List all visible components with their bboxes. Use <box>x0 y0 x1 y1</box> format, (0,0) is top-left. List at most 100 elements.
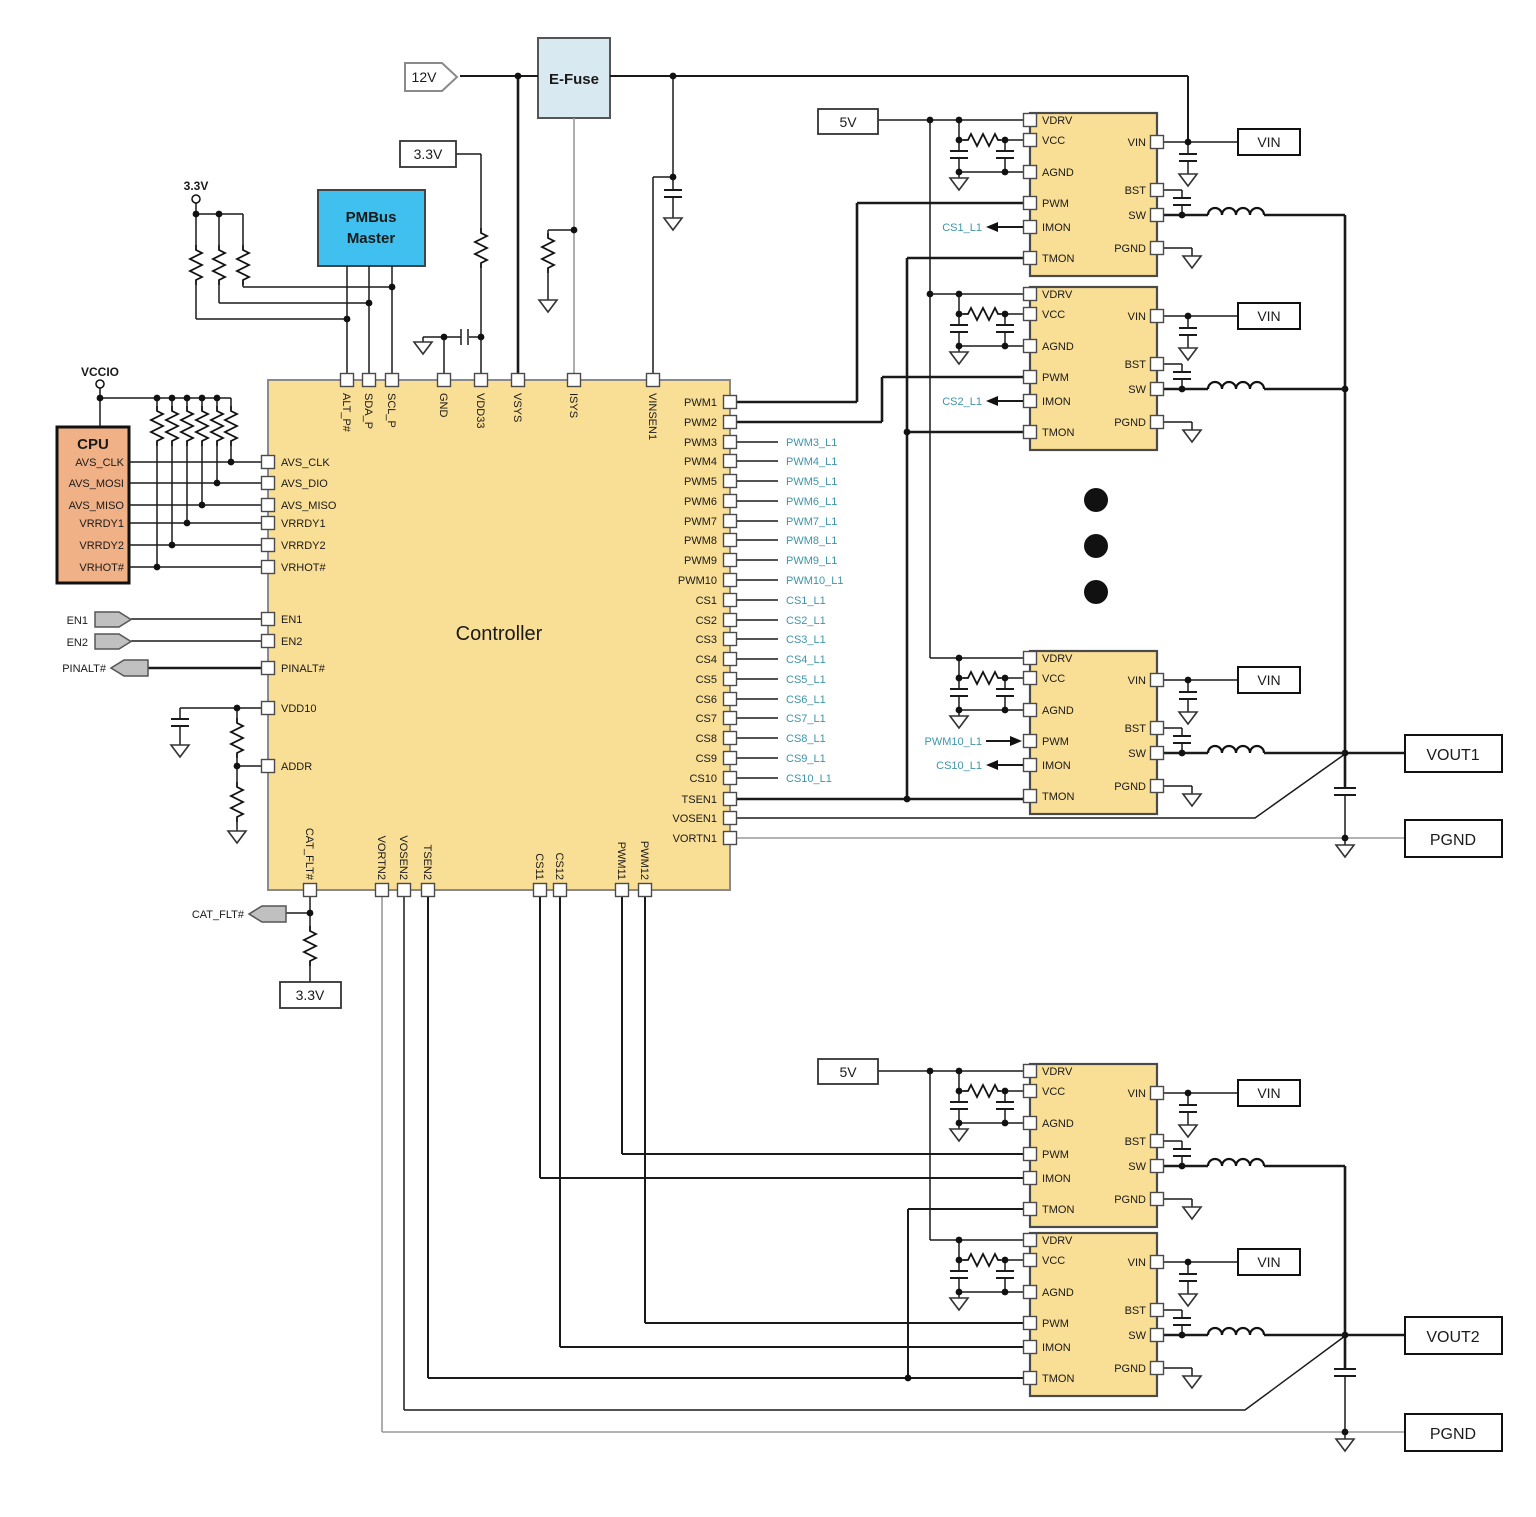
controller-right-pin-label: PWM3 <box>684 437 717 449</box>
net-label: PWM10_L1 <box>786 575 843 587</box>
junction-dot <box>955 116 963 124</box>
junction-dot <box>1341 834 1349 842</box>
pin-square <box>722 651 738 667</box>
power-stage-box <box>1028 111 1159 278</box>
junction-dot <box>233 704 241 712</box>
pin-square <box>1022 1170 1038 1186</box>
controller-right-pin-label: CS6 <box>696 694 717 706</box>
pin-square <box>1149 672 1165 688</box>
power-stage-pin-label: VIN <box>1128 311 1146 323</box>
pin-square <box>722 612 738 628</box>
pin-square <box>510 372 526 388</box>
power-stage: VDRVVCCAGNDPWMIMONTMONVINBSTSWPGNDVINCS2… <box>942 285 1345 452</box>
ground-symbol-icon <box>1335 844 1355 858</box>
pin-square <box>260 559 276 575</box>
resistor <box>180 405 194 447</box>
inductor <box>1206 380 1266 390</box>
junction-dot <box>955 342 963 350</box>
pin-square <box>1022 369 1038 385</box>
net-label: CS9_L1 <box>786 753 826 765</box>
efuse-title: E-Fuse <box>549 71 599 88</box>
junction-dot <box>477 333 485 341</box>
power-stage-pin-label: VCC <box>1042 135 1065 147</box>
en2-ext-label: EN2 <box>67 637 88 649</box>
junction-dot <box>955 1288 963 1296</box>
pgnd-label-1: PGND <box>1430 832 1476 849</box>
wire <box>737 375 1023 424</box>
3v3-pullup-label: 3.3V <box>184 179 209 193</box>
junction-dot <box>570 226 578 234</box>
controller-right-pin-label: CS1 <box>696 595 717 607</box>
cpu-title: CPU <box>77 436 109 453</box>
pin-square <box>1022 132 1038 148</box>
pin-square <box>1022 1146 1038 1162</box>
power-stage-pin-label: PWM <box>1042 736 1069 748</box>
vin-label: VIN <box>1257 134 1280 150</box>
pin-square <box>722 810 738 826</box>
controller-title: Controller <box>456 623 543 645</box>
5v-box-bottom <box>817 1058 879 1085</box>
wire <box>1179 1273 1197 1282</box>
pin-square <box>260 611 276 627</box>
junction-dot <box>198 501 206 509</box>
power-stage-pin-label: BST <box>1125 723 1147 735</box>
pgnd-box-1 <box>1404 819 1503 858</box>
wire <box>958 294 1023 352</box>
junction-dot <box>904 1374 912 1382</box>
controller-left-pin-label: AVS_CLK <box>281 457 330 469</box>
ground-symbol-icon <box>1178 1124 1198 1138</box>
pin-square <box>260 475 276 491</box>
controller-right-pin-label: PWM6 <box>684 496 717 508</box>
net-label: PWM10_L1 <box>925 736 982 748</box>
5v-box-top <box>817 108 879 135</box>
pin-square <box>722 592 738 608</box>
power-stage-pin-label: PWM <box>1042 1318 1069 1330</box>
junction-dot <box>183 519 191 527</box>
junction-dot <box>926 116 934 124</box>
pin-square <box>1149 720 1165 736</box>
pin-square <box>1022 1063 1038 1079</box>
12v-input-arrow <box>404 62 459 92</box>
resistor <box>195 405 209 447</box>
controller-block <box>267 379 731 891</box>
wire <box>403 897 1346 1411</box>
resistor <box>962 133 1002 147</box>
wire <box>950 1270 968 1279</box>
junction-dot <box>1184 1258 1192 1266</box>
wires-layer <box>96 72 1405 1452</box>
cpu-pin-label: VRRDY1 <box>79 518 124 530</box>
pin-square <box>1022 338 1038 354</box>
pin-square <box>722 770 738 786</box>
junction-dot <box>1001 136 1009 144</box>
ground-symbol-icon <box>949 1297 969 1311</box>
wire <box>1164 1092 1238 1207</box>
pin-square <box>637 882 653 898</box>
net-label: CS2_L1 <box>942 396 982 408</box>
pin-square <box>722 730 738 746</box>
vout1-box <box>1404 734 1503 773</box>
pin-square <box>361 372 377 388</box>
vin-box <box>1237 666 1301 694</box>
pin-square <box>420 882 436 898</box>
controller-bottom-pin-label: VOSEN2 <box>397 835 409 880</box>
pin-square <box>396 882 412 898</box>
junction-dot <box>1178 749 1186 757</box>
pin-square <box>1022 1284 1038 1300</box>
resistor <box>303 925 317 967</box>
wire <box>131 618 261 642</box>
pin-square <box>1022 650 1038 666</box>
pin-square <box>1022 424 1038 440</box>
wire <box>878 119 1023 659</box>
power-stage-pin-label: VIN <box>1128 1257 1146 1269</box>
pin-square <box>1149 207 1165 223</box>
controller-right-pin-label: PWM9 <box>684 555 717 567</box>
controller-right-pin-label: PWM5 <box>684 476 717 488</box>
resistor <box>189 244 203 286</box>
junction-dot <box>1001 1087 1009 1095</box>
power-stage-pin-label: VCC <box>1042 673 1065 685</box>
pin-square <box>722 414 738 430</box>
junction-dot <box>1001 310 1009 318</box>
pin-square <box>260 758 276 774</box>
